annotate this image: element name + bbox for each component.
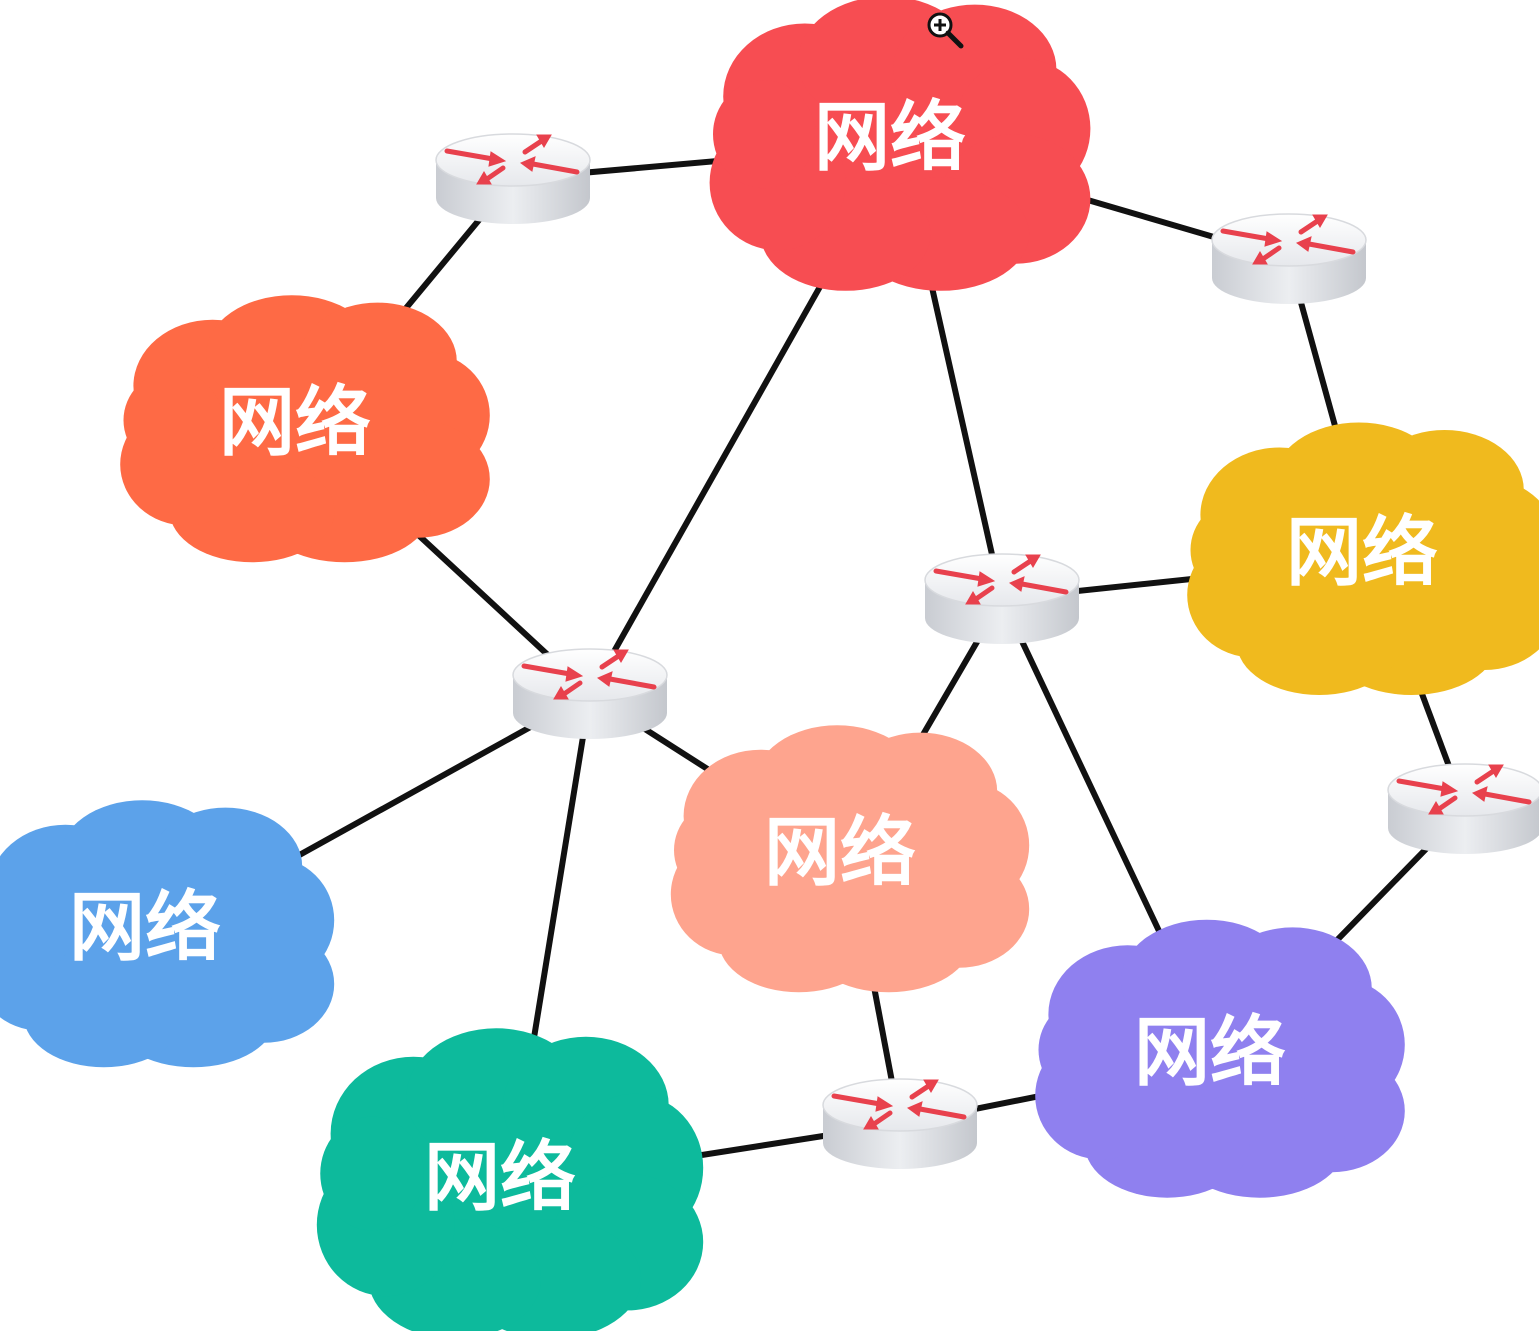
zoom-in-icon <box>927 12 964 49</box>
router-center-left-router-icon <box>513 649 667 739</box>
cloud-blue: 网络 <box>0 800 335 1068</box>
router-bottom-router-icon <box>823 1079 977 1169</box>
cloud-blue-label: 网络 <box>69 883 221 972</box>
cloud-left: 网络 <box>120 295 490 563</box>
cloud-center: 网络 <box>670 725 1030 993</box>
cloud-green: 网络 <box>316 1028 704 1331</box>
cloud-green-label: 网络 <box>424 1133 576 1222</box>
cloud-left-label: 网络 <box>219 378 371 467</box>
cloud-center-label: 网络 <box>764 808 916 897</box>
router-top-left-router-icon <box>436 134 590 224</box>
cloud-top-label: 网络 <box>814 93 966 182</box>
cloud-right-label: 网络 <box>1286 508 1438 597</box>
router-top-right-router-icon <box>1212 214 1366 304</box>
router-right-router-icon <box>1388 764 1539 854</box>
cloud-purple: 网络 <box>1035 919 1405 1198</box>
cloud-top: 网络 <box>709 0 1091 291</box>
cloud-right: 网络 <box>1187 422 1539 695</box>
cloud-purple-label: 网络 <box>1134 1008 1286 1097</box>
router-middle-router-icon <box>925 554 1079 644</box>
